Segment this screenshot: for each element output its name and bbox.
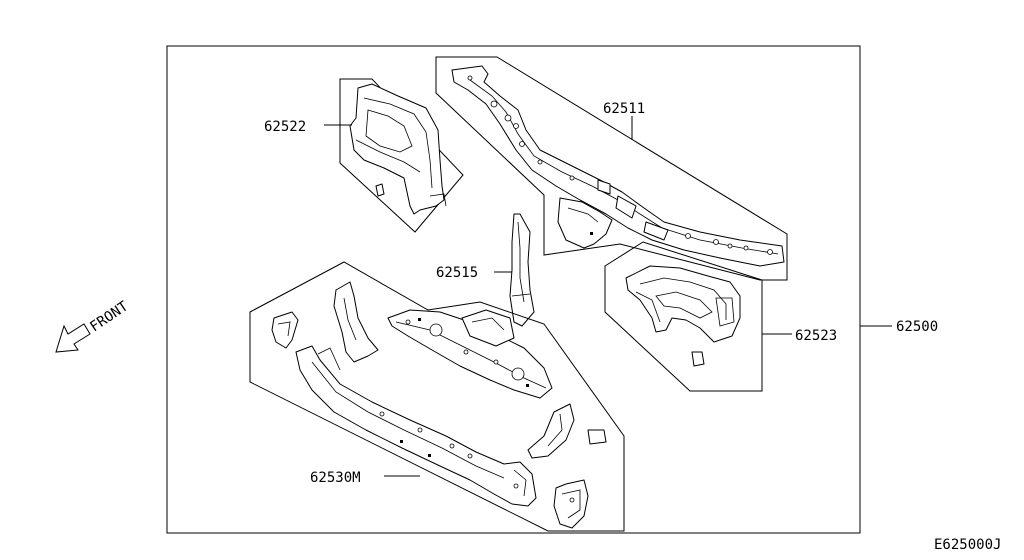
label-62511: 62511 bbox=[603, 101, 645, 117]
part-62522 bbox=[349, 83, 447, 215]
part-small-block bbox=[587, 429, 607, 445]
part-62515 bbox=[509, 213, 535, 327]
part-62511 bbox=[451, 65, 785, 267]
group-62530M-outline bbox=[249, 261, 625, 532]
front-direction-arrow-icon: FRONT bbox=[55, 298, 132, 353]
label-62523: 62523 bbox=[795, 328, 837, 344]
part-center-bracket bbox=[461, 309, 515, 347]
label-62515: 62515 bbox=[436, 265, 478, 281]
group-62522: 62522 bbox=[264, 78, 464, 233]
group-62511: 62511 bbox=[435, 56, 788, 281]
part-left-stay bbox=[333, 281, 379, 363]
group-62515: 62515 bbox=[436, 213, 535, 327]
group-62523: 62523 bbox=[604, 241, 837, 392]
part-left-bracket bbox=[271, 311, 299, 349]
diagram-code: E625000J bbox=[934, 537, 1001, 553]
group-62530M: 62530M bbox=[249, 261, 625, 532]
part-62523 bbox=[625, 265, 741, 367]
front-label: FRONT bbox=[87, 298, 131, 335]
label-62530M: 62530M bbox=[310, 470, 361, 486]
label-62522: 62522 bbox=[264, 119, 306, 135]
group-62523-outline bbox=[604, 241, 763, 392]
group-62511-outline bbox=[435, 56, 788, 281]
part-cross-member bbox=[387, 309, 553, 399]
label-62500: 62500 bbox=[896, 319, 938, 335]
part-right-bracket bbox=[553, 479, 589, 529]
part-right-stay bbox=[527, 403, 575, 459]
assembly-frame bbox=[166, 45, 861, 534]
